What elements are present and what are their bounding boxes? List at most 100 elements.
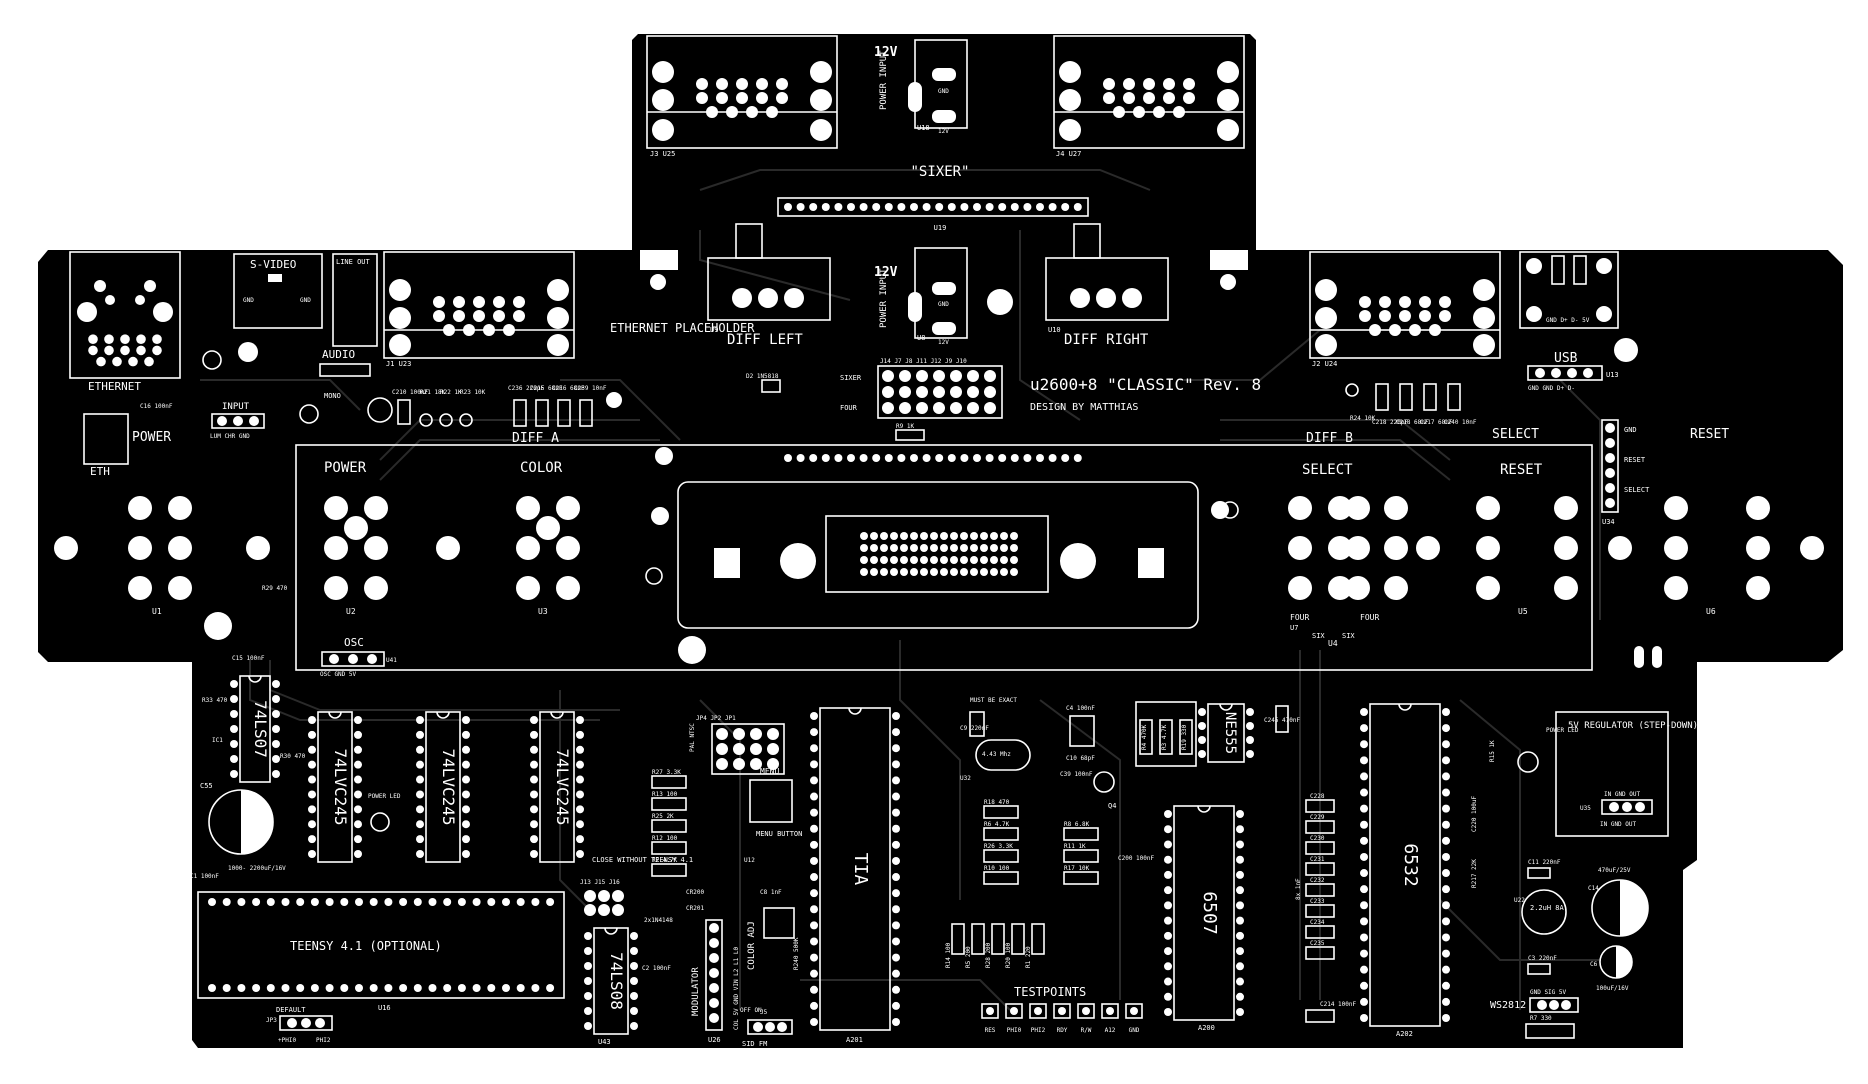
jumper-block — [877, 365, 1003, 419]
select-button-label: SELECT — [1302, 462, 1353, 478]
pal-ntsc-jumper — [711, 723, 785, 775]
board-subtitle: DESIGN BY MATTHIAS — [1030, 402, 1138, 413]
ref-j3u25: J3 U25 — [650, 150, 675, 158]
r-mid-0: R27 3.3K — [652, 769, 681, 776]
usb-connector — [1519, 251, 1619, 329]
regulator-outline — [1555, 711, 1669, 837]
diff-a-label: DIFF A — [512, 431, 559, 446]
ref-c39: C39 100nF — [1060, 771, 1093, 778]
ic245-u15-label: 74LVC245 — [553, 748, 572, 825]
sixer-connector — [777, 197, 1089, 217]
hole-right-tab — [1220, 274, 1236, 290]
cartridge-port-outline — [677, 481, 1199, 629]
osc-label: OSC — [344, 636, 364, 649]
ref-u43: U43 — [598, 1038, 611, 1046]
diode-d2 — [761, 379, 781, 393]
ref-cr200: CR200 — [686, 889, 704, 896]
testpoint-3: RDY — [1057, 1027, 1068, 1034]
gnd-top: GND — [938, 88, 949, 95]
mod-pins-label: COL 5V GND VIN L2 L1 L0 — [733, 947, 740, 1030]
board-title: u2600+8 "CLASSIC" Rev. 8 — [1030, 375, 1261, 394]
ref-u2: U2 — [346, 607, 356, 616]
diff-left-switch — [707, 223, 831, 321]
ic245-u20-label: 74LVC245 — [331, 748, 350, 825]
cap-note: 1000- 2200uF/16V — [228, 865, 286, 872]
eth-label: ETH — [90, 465, 110, 478]
switch-header-u34 — [1601, 419, 1619, 513]
color-button-label: COLOR — [520, 460, 563, 476]
testpoint-4: R/W — [1081, 1027, 1092, 1034]
cap-row1-3: C239 10nF — [574, 385, 607, 392]
svideo-gnd-1: GND — [243, 297, 254, 304]
modulator-header — [705, 919, 723, 1031]
power-led-1 — [1517, 751, 1539, 773]
cap-c55-fill — [241, 790, 273, 854]
cap-c11-body — [1527, 867, 1551, 879]
mono-label: MONO — [324, 392, 341, 400]
tab-right — [1210, 250, 1248, 270]
hole-left-tab — [650, 274, 666, 290]
res-row1-0: R21 18K — [420, 389, 446, 396]
ref-u7: U7 — [1290, 624, 1298, 632]
reset-top-label: RESET — [1690, 427, 1729, 442]
power-jack-mid-pad-3 — [932, 322, 956, 335]
joystick-port-j2 — [1309, 251, 1501, 359]
sw-pin-gnd: GND — [1624, 426, 1637, 434]
res-row1-1: R22 1K — [440, 389, 462, 396]
fb8-ferrite — [299, 404, 319, 424]
power-input-mid: POWER INPUT — [879, 268, 889, 328]
ref-u32: U32 — [960, 775, 971, 782]
pal-ntsc-label: PAL NTSC — [689, 723, 696, 752]
ic-ne555-label: NE555 — [1222, 712, 1238, 754]
ref-c2: C2 100nF — [642, 965, 671, 972]
cart-mount-hole-left — [780, 543, 816, 579]
res-bottom-3: R20 100 — [1005, 942, 1012, 968]
res-row1-2: R23 10K — [460, 389, 486, 396]
res-bottom-1: R5 200 — [965, 946, 972, 968]
ref-r24: R24 10K — [1350, 415, 1376, 422]
cap-stack-3: C231 — [1310, 856, 1325, 863]
ref-c10: C10 68pF — [1066, 755, 1095, 762]
cap-stack-2: C230 — [1310, 835, 1325, 842]
mount-hole-mid — [987, 289, 1013, 315]
j-row2-pads — [584, 890, 624, 916]
ref-r7: R7 330 — [1530, 1015, 1552, 1022]
v12-mid: 12V — [938, 339, 949, 346]
color-adj-label: COLOR ADJ — [747, 921, 757, 970]
input-label: INPUT — [222, 402, 250, 412]
joystick-port-j1 — [383, 251, 575, 359]
ic-tia: TIA — [810, 707, 900, 1031]
mount-hole-svideo — [238, 342, 258, 362]
input-header — [211, 413, 265, 429]
cartridge-pins — [860, 532, 1018, 576]
ref-r217: R217 22K — [1471, 859, 1478, 888]
ref-a201: A201 — [846, 1036, 863, 1044]
res-bottom-4: R1 220 — [1025, 946, 1032, 968]
r-osc-2: R26 3.3K — [984, 843, 1013, 850]
ref-c4: C4 100nF — [1066, 705, 1095, 712]
mod-pins — [709, 923, 719, 1023]
svideo-connector — [233, 253, 323, 329]
svideo-label: S-VIDEO — [250, 258, 296, 271]
menu-button — [749, 779, 793, 823]
ic-6532: 6532 — [1360, 703, 1450, 1027]
res-bottom-0: R14 100 — [945, 942, 952, 968]
ref-jp3: JP3 — [266, 1017, 277, 1024]
res-r7 — [1525, 1023, 1575, 1039]
cap-stack-7: C235 — [1310, 940, 1325, 947]
ic-u21: 74LVC245 — [416, 711, 470, 863]
joystick-port-j4 — [1053, 35, 1245, 149]
power-input-top: POWER INPUT — [879, 50, 889, 110]
regulator-label: 5V REGULATOR (STEP-DOWN) — [1568, 721, 1698, 731]
ref-c214: C214 100nF — [1320, 1001, 1357, 1008]
port-outline-frame — [295, 444, 1593, 671]
mount-hole-u5 — [1608, 536, 1632, 560]
pal-pins — [716, 728, 779, 770]
reg-pins-bottom: IN GND OUT — [1600, 821, 1637, 828]
